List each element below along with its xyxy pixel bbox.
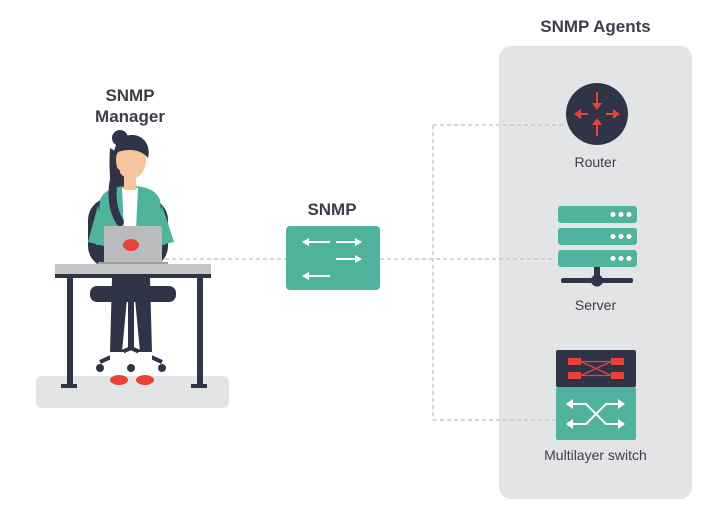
snmp-manager-person-illustration	[55, 130, 211, 388]
laptop-logo	[123, 239, 139, 251]
chair-seat	[90, 286, 176, 302]
server-label: Server	[574, 297, 617, 313]
connection-lines	[165, 124, 566, 421]
router-label: Router	[574, 154, 617, 170]
router-icon	[566, 83, 628, 145]
snmp-manager-title-line1: SNMP	[105, 86, 155, 105]
multilayer-switch-label: Multilayer switch	[544, 447, 647, 463]
server-icon	[558, 206, 637, 287]
snmp-agents-title: SNMP Agents	[540, 17, 651, 36]
snmp-protocol-label: SNMP	[307, 200, 357, 219]
snmp-protocol-icon	[286, 226, 380, 290]
snmp-manager-title: SNMP Manager	[60, 85, 200, 127]
snmp-manager-title-line2: Manager	[95, 107, 165, 126]
desk	[55, 264, 211, 275]
multilayer-switch-icon	[556, 350, 636, 440]
